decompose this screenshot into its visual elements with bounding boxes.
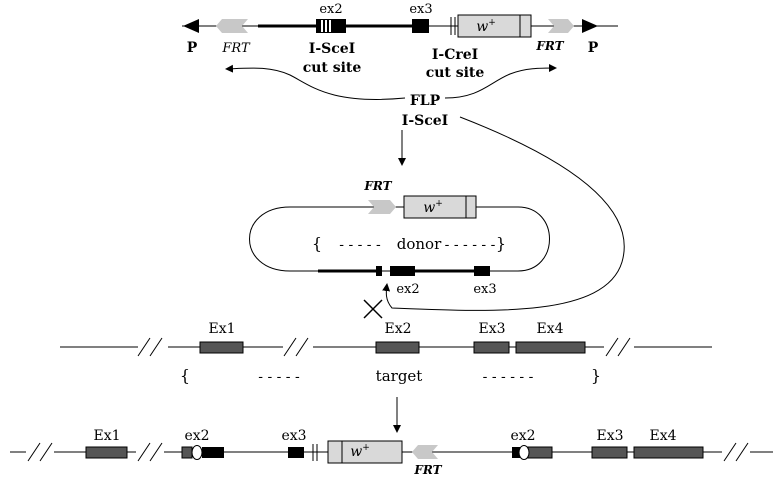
target-brace-open: { bbox=[180, 366, 190, 385]
target-ex4-label: Ex4 bbox=[536, 321, 563, 337]
frt-right-label: FRT bbox=[535, 39, 564, 53]
target-break-slash bbox=[283, 337, 297, 357]
flp-arrow-left bbox=[225, 64, 406, 100]
isce1-label: I-SceI bbox=[402, 113, 448, 129]
target-ex3-label: Ex3 bbox=[478, 321, 505, 337]
frt-right-arrow-icon bbox=[548, 19, 574, 33]
target-ex1-box bbox=[199, 341, 244, 354]
result-ex4-box bbox=[633, 446, 704, 459]
top-construct: P FRT ex2 ex3 w+ FRT P I-SceI cut site I… bbox=[182, 2, 618, 81]
result-ex2-right-donor bbox=[512, 447, 520, 458]
target-break-gap bbox=[283, 340, 313, 354]
result-ex3-left-label: ex3 bbox=[281, 428, 306, 444]
result-ex2-right-genomic bbox=[527, 446, 553, 459]
target-break-slash bbox=[149, 337, 163, 357]
isce1-cut-site-label-line2: cut site bbox=[303, 60, 362, 76]
target-break-slash bbox=[137, 337, 151, 357]
top-ex2-stripe bbox=[321, 20, 323, 32]
isce1-cut-site-label-line1: I-SceI bbox=[309, 41, 355, 57]
result-break-slash bbox=[735, 442, 749, 462]
result-ex3-label: Ex3 bbox=[596, 428, 623, 444]
donor-ex3-label: ex3 bbox=[473, 282, 496, 297]
result-ex2-right-junction bbox=[518, 445, 530, 460]
donor-frt-label: FRT bbox=[363, 179, 392, 193]
target-ex4-box bbox=[515, 341, 586, 354]
p-element-right-arrow-icon bbox=[582, 19, 598, 33]
frt-left-label: FRT bbox=[221, 41, 251, 56]
result-break-gap bbox=[722, 445, 750, 459]
top-ex3-block bbox=[412, 19, 429, 33]
target-break-slash bbox=[295, 337, 309, 357]
result-ex2-left-donor bbox=[202, 447, 224, 458]
target-ex1-label: Ex1 bbox=[208, 321, 235, 337]
top-ex3-label: ex3 bbox=[409, 2, 432, 17]
flp-label: FLP bbox=[410, 93, 441, 109]
donor-label: donor bbox=[397, 235, 442, 253]
donor-ex2-label: ex2 bbox=[396, 282, 419, 297]
donor-frt-arrow-icon bbox=[368, 200, 396, 214]
donor-w-plus-label: w+ bbox=[423, 199, 443, 216]
target-ex2-label: Ex2 bbox=[384, 321, 411, 337]
target-brace-close: } bbox=[591, 366, 601, 385]
result-ex1-box bbox=[85, 446, 128, 459]
top-w-plus-box bbox=[457, 14, 532, 38]
result-frt-arrow-icon bbox=[412, 445, 438, 459]
result-break-gap bbox=[26, 445, 54, 459]
result-break-slash bbox=[137, 442, 151, 462]
icre1-cut-site-label-line2: cut site bbox=[426, 65, 485, 81]
icre1-cut-site-label-line1: I-CreI bbox=[432, 47, 478, 63]
target-locus: Ex1 Ex2 Ex3 Ex4 { - - - - - target - - -… bbox=[60, 321, 712, 433]
donor-dashes-right: - - - - - - bbox=[445, 237, 496, 253]
donor-dashes-left: - - - - - bbox=[339, 237, 381, 253]
result-ex3-left-block bbox=[288, 447, 304, 458]
donor-cut-end-left bbox=[376, 266, 382, 276]
result-break-slash bbox=[149, 442, 163, 462]
top-ex2-stripe bbox=[329, 20, 331, 32]
p-element-left-arrow-icon bbox=[183, 19, 199, 33]
donor-ex2-block bbox=[390, 266, 415, 276]
p-left-label: P bbox=[187, 40, 198, 56]
top-w-plus-label: w+ bbox=[476, 18, 496, 35]
top-ex2-label: ex2 bbox=[319, 2, 342, 17]
result-frt-label: FRT bbox=[413, 463, 442, 477]
result-ex4-label: Ex4 bbox=[649, 428, 676, 444]
target-dashes-left: - - - - - bbox=[258, 369, 300, 385]
target-ex3-box bbox=[473, 341, 510, 354]
frt-left-arrow-icon bbox=[216, 19, 248, 33]
flp-arrow-right bbox=[444, 64, 557, 99]
result-w-plus-box bbox=[327, 440, 403, 464]
result-ex2-left-junction bbox=[191, 445, 203, 460]
donor-circle: FRT w+ { - - - - - donor - - - - - - } e… bbox=[249, 179, 550, 319]
target-label: target bbox=[376, 367, 423, 385]
crossover-mark bbox=[363, 299, 383, 319]
donor-brace-close: } bbox=[496, 234, 506, 253]
result-locus: w+ FRT Ex1 ex2 ex3 ex2 Ex3 Ex4 bbox=[10, 428, 773, 477]
enzyme-step: FLP I-SceI bbox=[225, 64, 625, 311]
result-w-plus-label: w+ bbox=[350, 443, 370, 460]
target-break-slash bbox=[617, 337, 631, 357]
p-right-label: P bbox=[588, 40, 599, 56]
result-ex2-left-label: ex2 bbox=[184, 428, 209, 444]
result-ex3-box bbox=[591, 446, 628, 459]
result-break-slash bbox=[723, 442, 737, 462]
donor-brace-open: { bbox=[312, 234, 322, 253]
target-dashes-right: - - - - - - bbox=[483, 369, 534, 385]
donor-w-plus-box bbox=[403, 195, 477, 219]
result-ex2-right-label: ex2 bbox=[510, 428, 535, 444]
isce1-cut-arrow bbox=[382, 116, 625, 311]
result-ex1-label: Ex1 bbox=[93, 428, 120, 444]
result-break-slash bbox=[39, 442, 53, 462]
result-break-slash bbox=[27, 442, 41, 462]
result-break-gap bbox=[136, 445, 164, 459]
top-ex2-stripe bbox=[325, 20, 327, 32]
donor-ex3-block bbox=[474, 266, 490, 276]
target-break-slash bbox=[605, 337, 619, 357]
result-ex2-left-genomic bbox=[181, 446, 193, 459]
target-ex2-box bbox=[375, 341, 420, 354]
target-break-gap bbox=[138, 340, 168, 354]
